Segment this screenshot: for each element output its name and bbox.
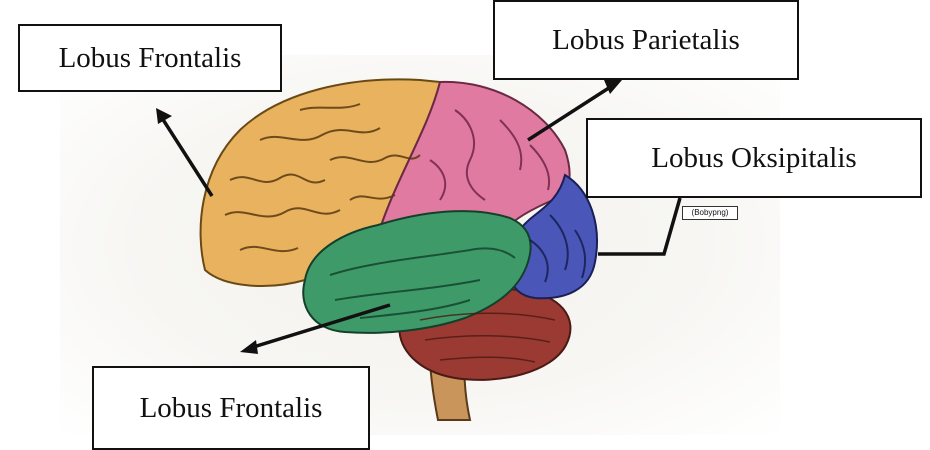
image-source-caption: (Bobypng): [682, 206, 738, 220]
arrow-frontalis-top: [162, 118, 212, 196]
label-lobus-frontalis-bottom: Lobus Frontalis: [92, 366, 370, 450]
label-lobus-parietalis: Lobus Parietalis: [493, 0, 799, 80]
label-lobus-oksipitalis: Lobus Oksipitalis: [586, 118, 922, 198]
pointer-oksipitalis: [598, 198, 680, 254]
arrowhead-frontalis-bottom: [240, 340, 258, 354]
arrowhead-parietalis: [604, 80, 622, 94]
label-lobus-frontalis-top: Lobus Frontalis: [18, 24, 282, 92]
